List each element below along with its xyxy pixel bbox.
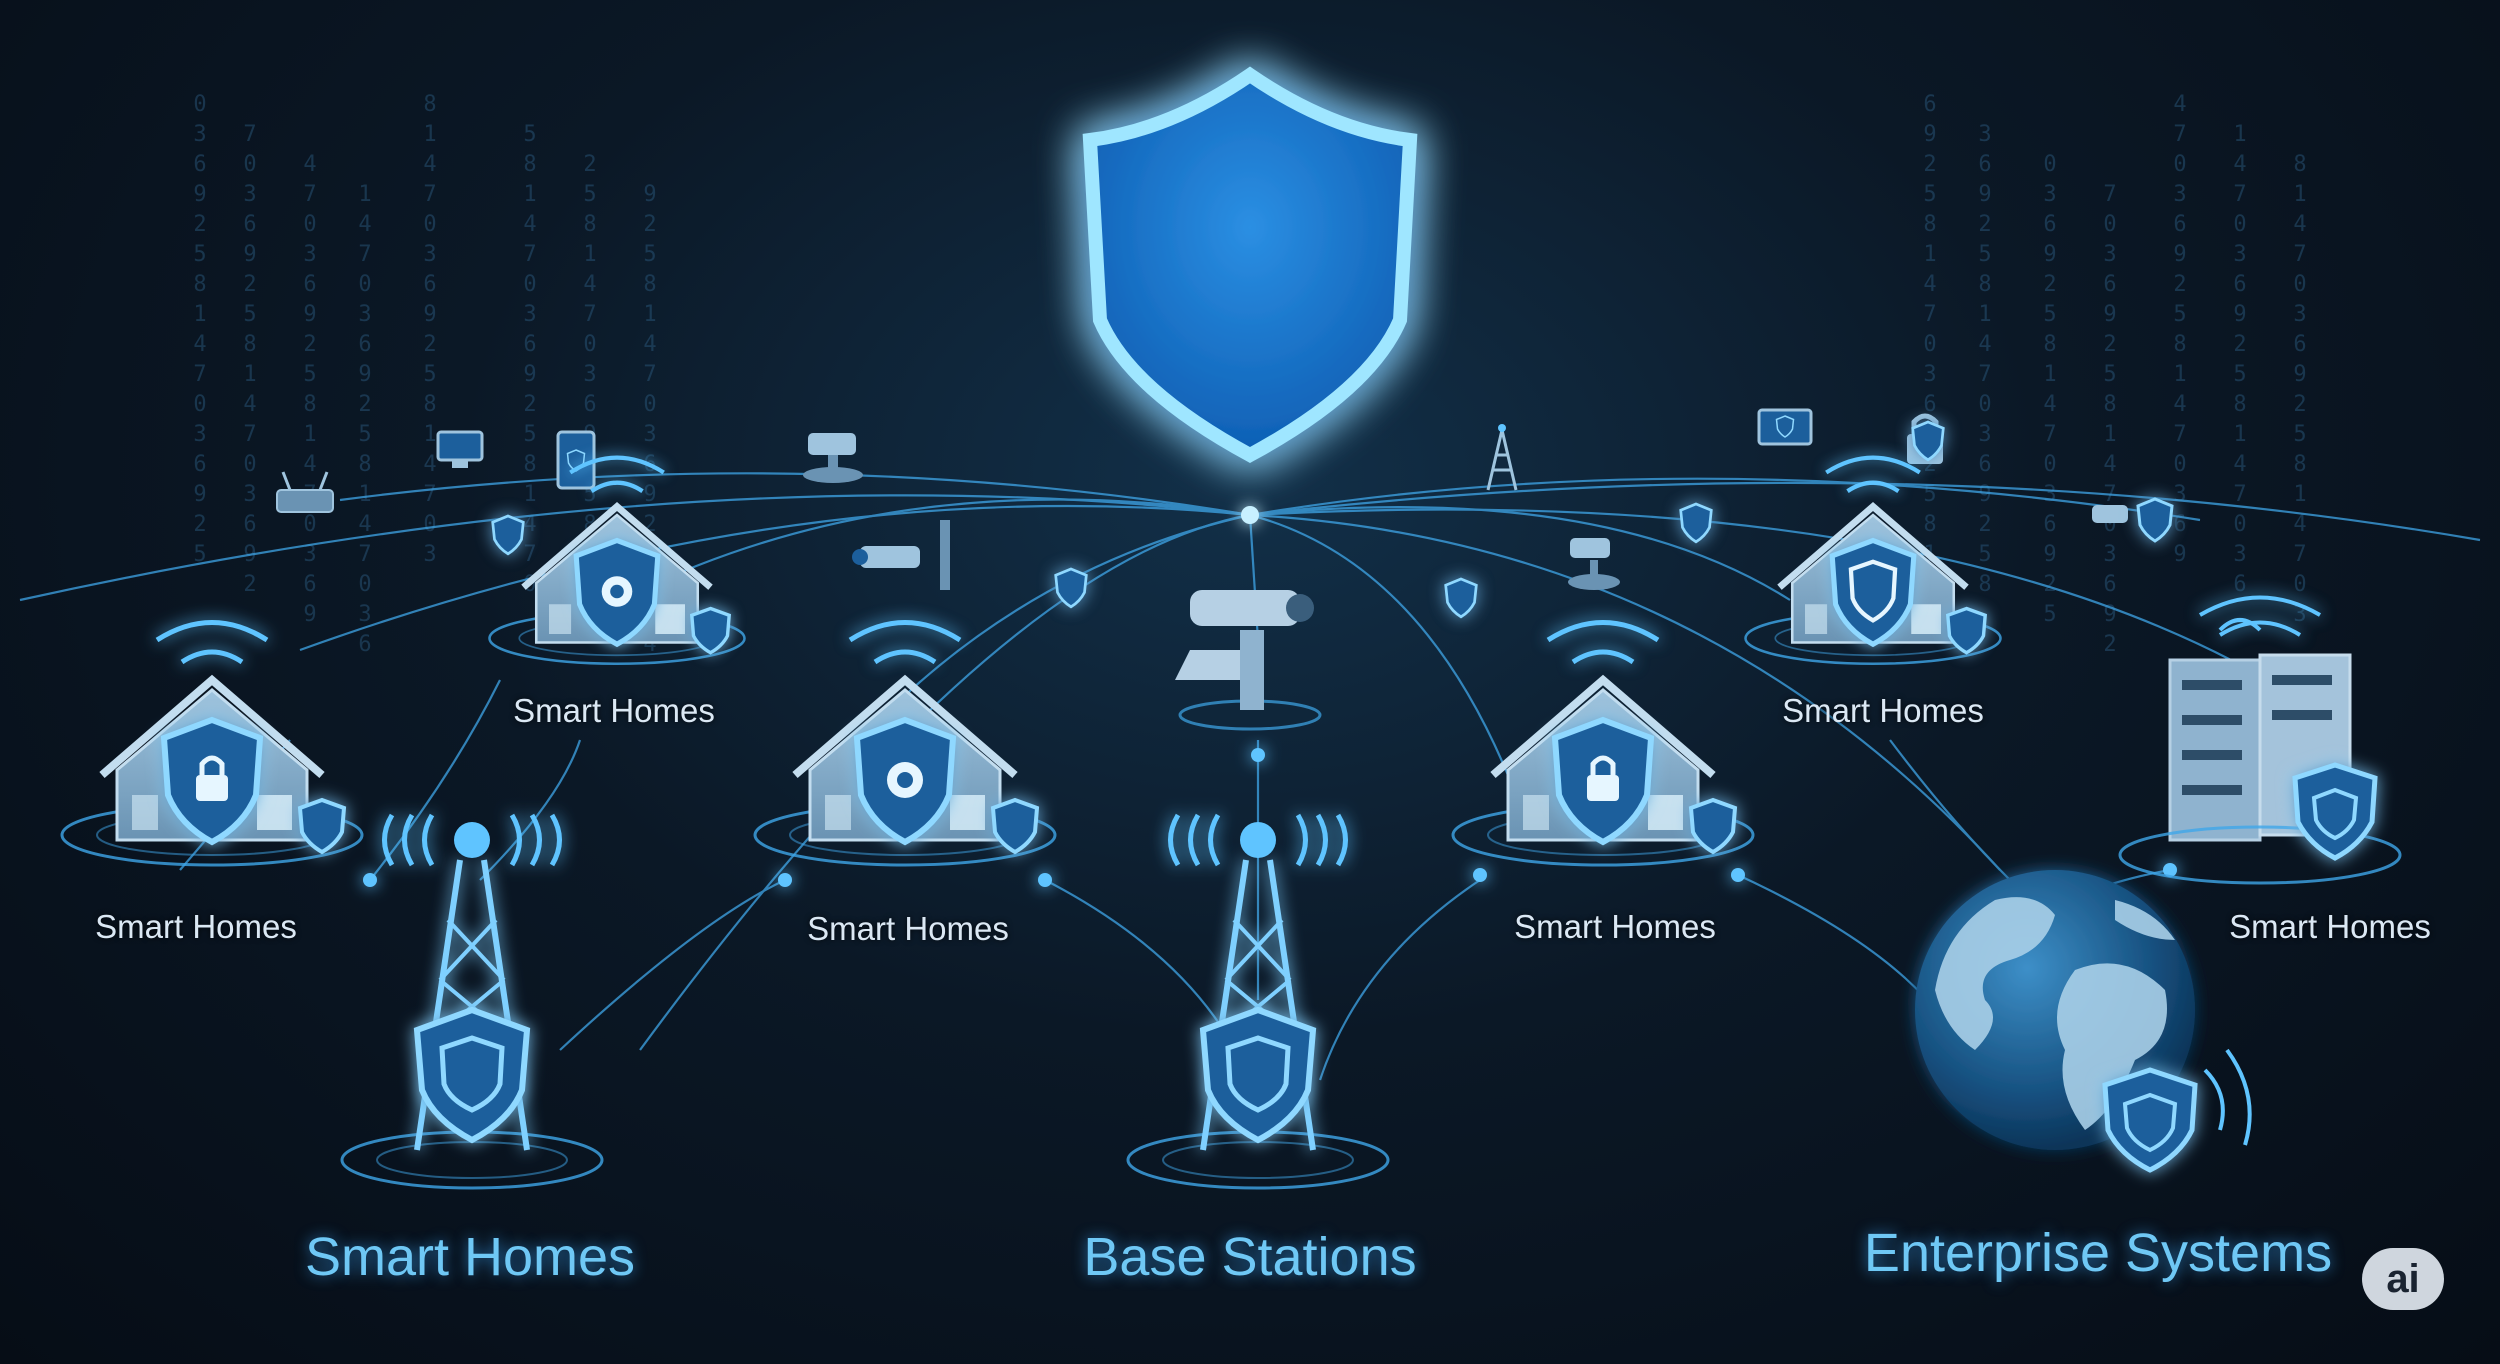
peripheral-devices (276, 408, 2128, 590)
node-label: Smart Homes (1514, 908, 1716, 945)
globe-icon (1915, 870, 2252, 1173)
link-line (1889, 739, 2011, 881)
node-label: Smart Homes (1782, 692, 1984, 729)
link-line (299, 504, 1251, 652)
node-dot (1473, 868, 1487, 882)
node-label: Smart Homes (95, 908, 297, 945)
code-column: 5814703692581470 (523, 122, 537, 597)
server-rack-icon (2118, 595, 2402, 885)
link-line (1249, 506, 1791, 601)
router-icon (276, 471, 334, 513)
antenna-icon (1486, 424, 1518, 491)
house-lock-icon (60, 620, 364, 867)
node-dots (363, 506, 2177, 887)
house-camera-icon (488, 455, 746, 666)
tablet-icon (556, 430, 596, 490)
code-column: 0369258147036925 (2043, 152, 2057, 627)
link-line (19, 494, 1251, 602)
house-shield-icon (1744, 455, 2002, 666)
central-shield-icon (1082, 66, 1418, 463)
link-line (339, 472, 1251, 517)
shield-icon (2136, 497, 2174, 543)
camera-small-icon (852, 520, 950, 590)
camera-small-icon (1568, 538, 1620, 590)
node-label: Smart Homes (2229, 908, 2431, 945)
link-line (639, 513, 1251, 1051)
link-line (479, 739, 582, 881)
node-dot (2163, 863, 2177, 877)
code-column: 1470369258147036 (358, 182, 372, 657)
category-label-enterprise-systems: Enterprise Systems (1863, 1223, 2333, 1283)
house-camera-icon (753, 620, 1057, 867)
link-line (1249, 513, 2001, 871)
security-camera-icon (1175, 590, 1322, 731)
node-dot (778, 873, 792, 887)
monitor-icon (436, 430, 484, 468)
node-label: Smart Homes (807, 910, 1009, 947)
link-line (1249, 513, 1512, 781)
house-lock-icon (1451, 620, 1755, 867)
category-label-base-stations: Base Stations (1083, 1227, 1417, 1287)
node-dot (1038, 873, 1052, 887)
category-label-smart-homes: Smart Homes (304, 1227, 636, 1287)
shield-icon (1444, 577, 1478, 619)
screen-icon (1757, 408, 1813, 446)
shield-icon (1679, 502, 1713, 544)
hub-dot (1241, 506, 1259, 524)
code-column: 0369258147036925 (193, 92, 207, 567)
node-dot (363, 873, 377, 887)
link-line (1249, 508, 2251, 671)
code-column: 7036925814703692 (243, 122, 257, 597)
node-label: Smart Homes (513, 692, 715, 729)
code-column: 8147036925814703 (2293, 152, 2307, 627)
link-line (1318, 879, 1481, 1081)
cell-tower-icon (1126, 813, 1390, 1190)
cell-tower-icon (340, 813, 604, 1190)
code-column: 1470369258147036 (2233, 122, 2247, 597)
code-column: 9258147036925814 (643, 182, 657, 657)
link-line (1249, 477, 2201, 522)
ai-badge: ai (2362, 1248, 2444, 1310)
node-dot (1251, 748, 1265, 762)
link-line (619, 498, 1251, 601)
camera-small-icon (803, 433, 863, 483)
camera-small-icon (2092, 505, 2128, 523)
shield-icon (491, 514, 525, 556)
code-column: 4703692581470369 (303, 152, 317, 627)
code-column: 3692581470369258 (1978, 122, 1992, 597)
link-line (559, 879, 786, 1051)
node-dot (1731, 868, 1745, 882)
